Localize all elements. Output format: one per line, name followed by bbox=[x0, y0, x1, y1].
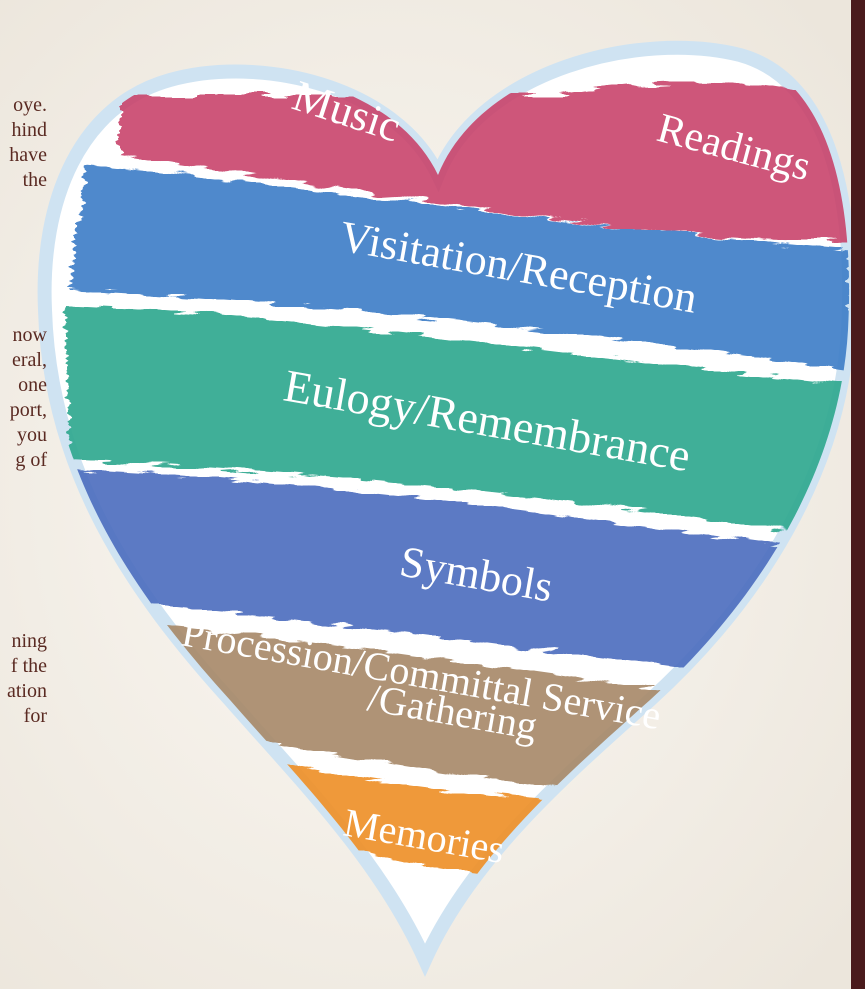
text-line: f the bbox=[10, 655, 47, 677]
text-line: eral, bbox=[12, 349, 47, 371]
band-visitation bbox=[70, 165, 850, 370]
text-line: the bbox=[22, 169, 47, 191]
text-line: port, bbox=[9, 399, 47, 421]
cropped-paragraph-1: oye. hind have the bbox=[0, 93, 47, 193]
text-line: hind bbox=[11, 119, 47, 141]
text-line: oye. bbox=[13, 94, 47, 116]
text-line: ning bbox=[11, 630, 47, 652]
cropped-paragraph-3: ning f the ation for bbox=[0, 629, 47, 729]
cropped-paragraph-2: now eral, one port, you g of bbox=[0, 323, 47, 473]
text-line: for bbox=[23, 705, 47, 727]
band-symbols bbox=[75, 470, 850, 690]
text-line: g of bbox=[15, 449, 47, 471]
text-line: one bbox=[18, 374, 47, 396]
text-line: you bbox=[17, 424, 47, 446]
band-music-readings bbox=[120, 81, 850, 241]
text-line: now bbox=[12, 324, 47, 346]
text-line: have bbox=[9, 144, 47, 166]
right-edge-bar bbox=[851, 0, 865, 989]
text-line: ation bbox=[7, 680, 47, 702]
band-eulogy bbox=[65, 305, 850, 540]
